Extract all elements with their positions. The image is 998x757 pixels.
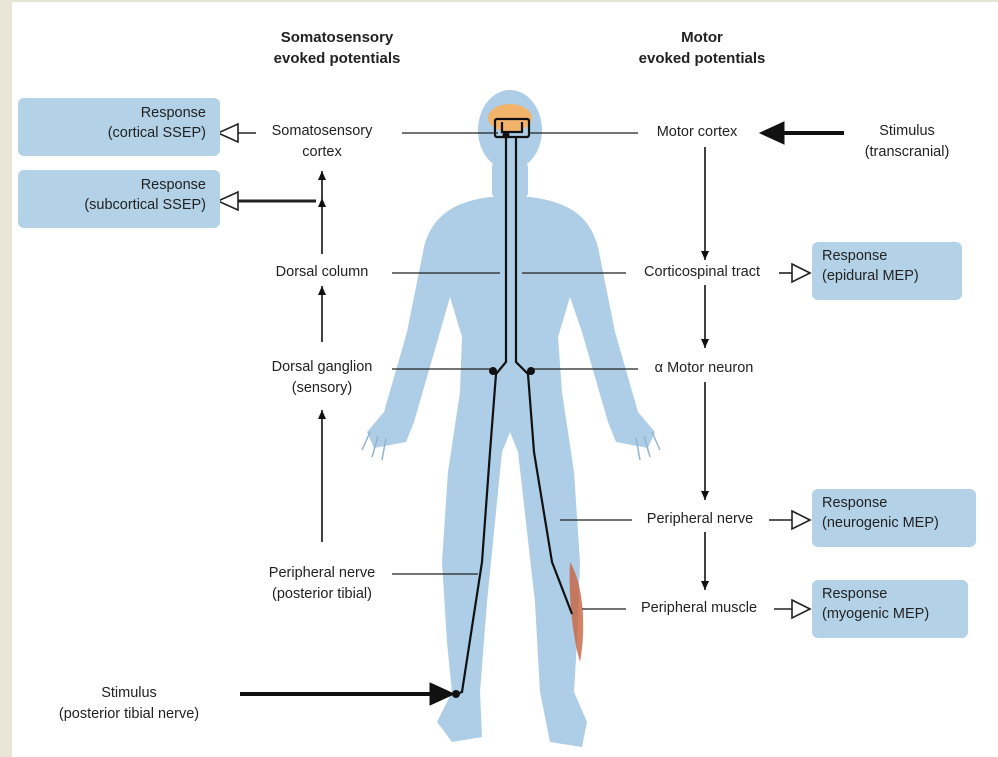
human-body-silhouette [367, 90, 655, 747]
response-cortical-ssep: Response (cortical SSEP) [18, 98, 220, 156]
label-peripheral-muscle: Peripheral muscle [624, 598, 774, 619]
dorsal-ganglion-node [489, 367, 497, 375]
label-dorsal-ganglion: Dorsal ganglion (sensory) [252, 357, 392, 399]
label-somatosensory-cortex: Somatosensory cortex [252, 121, 392, 163]
label-peripheral-nerve-tibial: Peripheral nerve (posterior tibial) [247, 563, 397, 605]
header-motor: Motor evoked potentials [602, 27, 802, 69]
header-somatosensory: Somatosensory evoked potentials [237, 27, 437, 69]
response-subcortical-ssep: Response (subcortical SSEP) [18, 170, 220, 228]
label-stimulus-tibial: Stimulus (posterior tibial nerve) [34, 683, 224, 725]
label-stimulus-transcranial: Stimulus (transcranial) [842, 121, 972, 163]
motor-neuron-node [527, 367, 535, 375]
label-peripheral-nerve: Peripheral nerve [628, 509, 772, 530]
label-corticospinal-tract: Corticospinal tract [624, 262, 780, 283]
label-motor-cortex: Motor cortex [634, 122, 760, 143]
label-alpha-motor-neuron: α Motor neuron [634, 358, 774, 379]
label-dorsal-column: Dorsal column [252, 262, 392, 283]
diagram-canvas: Somatosensory evoked potentials Motor ev… [12, 2, 998, 757]
response-neurogenic-mep: Response (neurogenic MEP) [812, 489, 976, 547]
response-epidural-mep: Response (epidural MEP) [812, 242, 962, 300]
response-myogenic-mep: Response (myogenic MEP) [812, 580, 968, 638]
cortex-node [503, 132, 510, 139]
